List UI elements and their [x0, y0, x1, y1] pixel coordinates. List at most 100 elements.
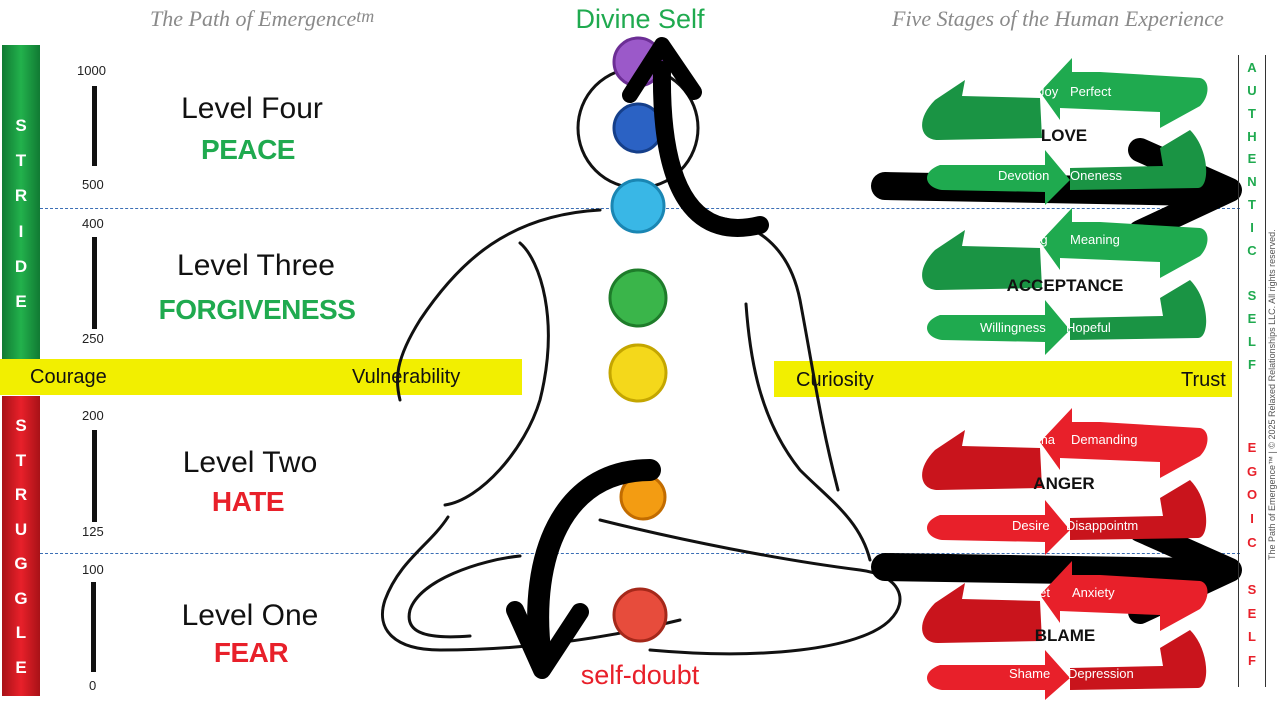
yellow-band-left [0, 359, 522, 395]
level-one-name: Level One [181, 599, 319, 632]
level-four-word: PEACE [201, 134, 295, 165]
authentic-letter: L [1248, 334, 1256, 350]
blame-cycle-icon [922, 561, 1208, 700]
authentic-letter: A [1247, 60, 1257, 75]
acceptance-cycle-icon [922, 208, 1208, 355]
cycle-label: Drama [1016, 432, 1056, 447]
authentic-letter: F [1248, 356, 1256, 372]
egoic-letter: G [1246, 463, 1258, 479]
scale-line [92, 237, 97, 329]
scale-label-100: 100 [82, 562, 104, 577]
egoic-letter: C [1247, 534, 1257, 550]
scale-label-1000: 1000 [77, 63, 106, 78]
stride-letter: I [18, 221, 24, 241]
left-title: The Path of Emergencetm [150, 6, 374, 32]
cycle-label: Depression [1068, 666, 1134, 681]
cycle-label: Joy [1038, 84, 1059, 99]
struggle-letter: S [15, 416, 27, 435]
love-title: LOVE [1040, 126, 1088, 145]
right-title: Five Stages of the Human Experience [892, 6, 1224, 31]
solar-plexus-chakra-icon [608, 343, 668, 403]
copyright-text: The Path of Emergence™ | © 2025 Relaxed … [1267, 229, 1277, 560]
struggle-letter: U [14, 519, 28, 539]
right-divider [1238, 55, 1239, 687]
stride-letter: R [14, 186, 28, 206]
level-two-name: Level Two [182, 446, 318, 479]
scale-line [92, 430, 97, 522]
cycle-label: Shame [1009, 666, 1051, 681]
struggle-letter: R [14, 485, 28, 505]
authentic-letter: C [1247, 242, 1257, 258]
scale-label-125: 125 [82, 524, 104, 539]
struggle-letters: S T R U G G L E [2, 416, 40, 678]
egoic-letter: L [1248, 629, 1256, 645]
ascend-arrow-icon [652, 61, 769, 237]
heart-chakra-icon [608, 268, 668, 328]
cycle-label: Perfect [1070, 84, 1112, 99]
egoic-letter: O [1246, 487, 1258, 503]
authentic-letter: T [1248, 105, 1256, 121]
stride-letter: D [14, 256, 28, 276]
self-doubt-label: self-doubt [580, 660, 700, 690]
scale-label-400: 400 [82, 216, 104, 231]
anger-cycle-icon [922, 408, 1208, 555]
right-divider [1265, 55, 1266, 687]
anger-title: ANGER [1033, 474, 1095, 493]
authentic-letter: E [1247, 151, 1257, 167]
scale-line [92, 86, 97, 166]
struggle-bar [2, 396, 40, 696]
authentic-letter: U [1247, 82, 1257, 98]
cycle-label: Demanding [1071, 432, 1138, 447]
cycle-label: Oneness [1070, 168, 1123, 183]
egoic-letter: F [1248, 652, 1256, 668]
scale-line [91, 582, 96, 672]
stride-bar [2, 45, 40, 363]
stride-letter: S [15, 116, 27, 135]
scale-label-0: 0 [89, 678, 97, 693]
struggle-letter: T [15, 450, 27, 470]
level-divider [40, 553, 1240, 554]
blame-title: BLAME [1034, 626, 1096, 645]
love-cycle-icon [922, 58, 1208, 205]
authentic-letter: T [1248, 197, 1256, 213]
struggle-letter: G [14, 554, 28, 574]
egoic-letter: I [1250, 510, 1254, 526]
acceptance-title: ACCEPTANCE [1006, 276, 1124, 295]
authentic-letter: H [1247, 128, 1257, 144]
divine-self-label: Divine Self [575, 4, 705, 34]
stride-letters: S T R I D E [2, 116, 40, 312]
left-title-mark: tm [356, 6, 375, 26]
stride-letter: E [15, 291, 27, 311]
cycle-label: Anxiety [1072, 585, 1115, 600]
struggle-letter: L [15, 623, 27, 643]
authentic-letter [1250, 266, 1254, 281]
egoic-self-letters: E G O I C S E L F [1242, 440, 1262, 668]
authentic-letter: N [1247, 174, 1257, 190]
scale-label-500: 500 [82, 177, 104, 192]
stride-letter: T [15, 151, 27, 171]
authentic-letter: E [1247, 311, 1257, 327]
cycle-label: Regret [1011, 585, 1051, 600]
left-title-text: The Path of Emergence [150, 6, 357, 31]
cycle-label: Meaning [1070, 232, 1120, 247]
egoic-letter: E [1247, 605, 1257, 621]
cycle-label: Desire [1012, 518, 1050, 533]
cycle-label: Disappointm [1066, 518, 1139, 533]
authentic-self-letters: A U T H E N T I C S E L F [1242, 60, 1262, 372]
descend-arrow-icon [527, 459, 661, 661]
courage-label: Courage [30, 366, 107, 388]
cycle-label: Understanding [963, 232, 1048, 247]
authentic-letter: S [1247, 288, 1257, 304]
egoic-letter: S [1247, 581, 1257, 597]
egoic-letter: E [1247, 440, 1257, 455]
level-three-name: Level Three [177, 249, 335, 282]
scale-label-250: 250 [82, 331, 104, 346]
cycle-label: Willingness [980, 320, 1046, 335]
throat-chakra-icon [610, 178, 666, 234]
scale-label-200: 200 [82, 408, 104, 423]
vulnerability-label: Vulnerability [352, 366, 461, 388]
root-chakra-icon [612, 587, 668, 643]
trust-label: Trust [1181, 369, 1226, 391]
